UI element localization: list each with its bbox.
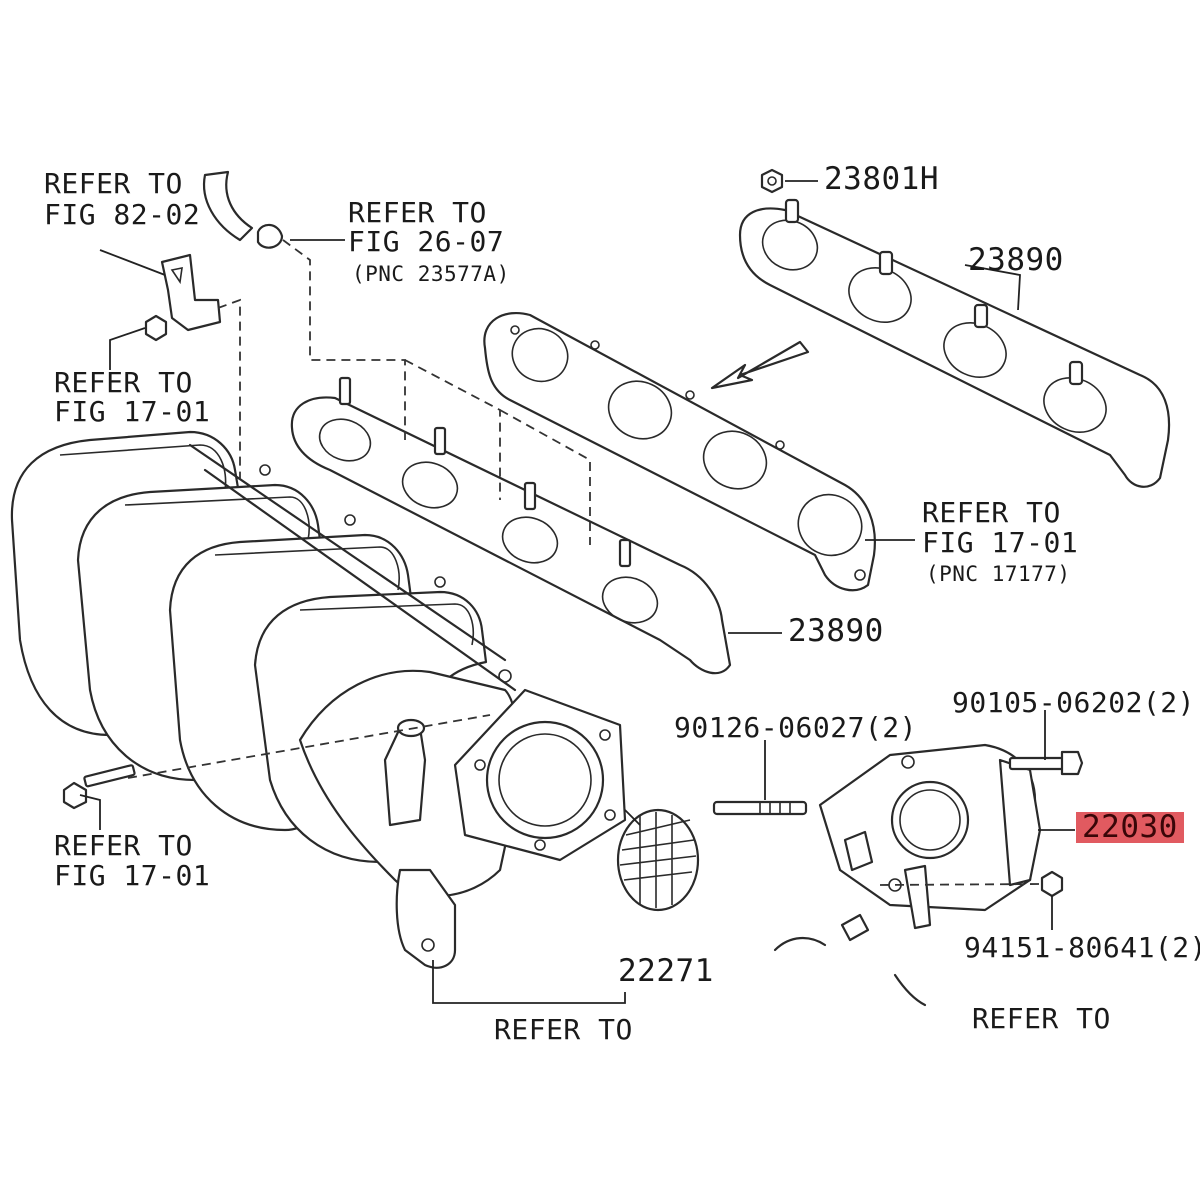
- bracket-nut-ref-line1: REFER TO: [54, 366, 193, 399]
- part-number-94151: 94151-80641(2): [964, 931, 1200, 964]
- bracket-nut-ref-line2: FIG 17-01: [54, 395, 211, 428]
- hose-ref-line2: FIG 26-07: [348, 225, 505, 258]
- part-number-23890-upper: 23890: [968, 242, 1064, 278]
- gasket-ref-line3: (PNC 17177): [926, 562, 1071, 586]
- part-number-23801h: 23801H: [824, 161, 939, 197]
- gasket-lower-23890: [290, 376, 732, 675]
- part-number-22030: 22030: [1076, 812, 1184, 843]
- nut-94151: [1040, 870, 1064, 898]
- manifold-bolt-ref-line1: REFER TO: [54, 829, 193, 862]
- part-number-90126: 90126-06027(2): [674, 711, 918, 744]
- manifold-bolt-ref-line2: FIG 17-01: [54, 859, 211, 892]
- manifold-bolt: [62, 764, 136, 810]
- gasket-upper-23890: [738, 198, 1171, 488]
- gasket-ref-line1: REFER TO: [922, 496, 1061, 529]
- hose-ref-line3: (PNC 23577A): [352, 262, 510, 286]
- gasket-17177: [483, 311, 876, 592]
- direction-arrow: [710, 340, 810, 390]
- throttle-gasket-22271: [616, 808, 700, 912]
- bracket-ref-line1: REFER TO: [44, 167, 183, 200]
- hose-ref-line1: REFER TO: [348, 196, 487, 229]
- hose-and-clip: [202, 170, 284, 249]
- stud-90126: [712, 800, 808, 816]
- bottom-ref-left: REFER TO: [494, 1013, 633, 1046]
- bottom-ref-right: REFER TO: [972, 1002, 1111, 1035]
- part-number-23890-lower: 23890: [788, 613, 884, 649]
- leader-lines: [79, 180, 1075, 1004]
- bracket: [144, 253, 222, 342]
- part-number-22271: 22271: [618, 953, 714, 989]
- bracket-ref-line2: FIG 82-02: [44, 198, 201, 231]
- nut-23801h: [760, 168, 784, 194]
- bolt-90105: [1008, 750, 1084, 776]
- intake-manifold: [10, 430, 627, 969]
- gasket-ref-line2: FIG 17-01: [922, 526, 1079, 559]
- part-number-90105: 90105-06202(2): [952, 686, 1196, 719]
- alignment-lines: [127, 239, 1043, 886]
- throttle-body-22030: [773, 743, 1042, 1007]
